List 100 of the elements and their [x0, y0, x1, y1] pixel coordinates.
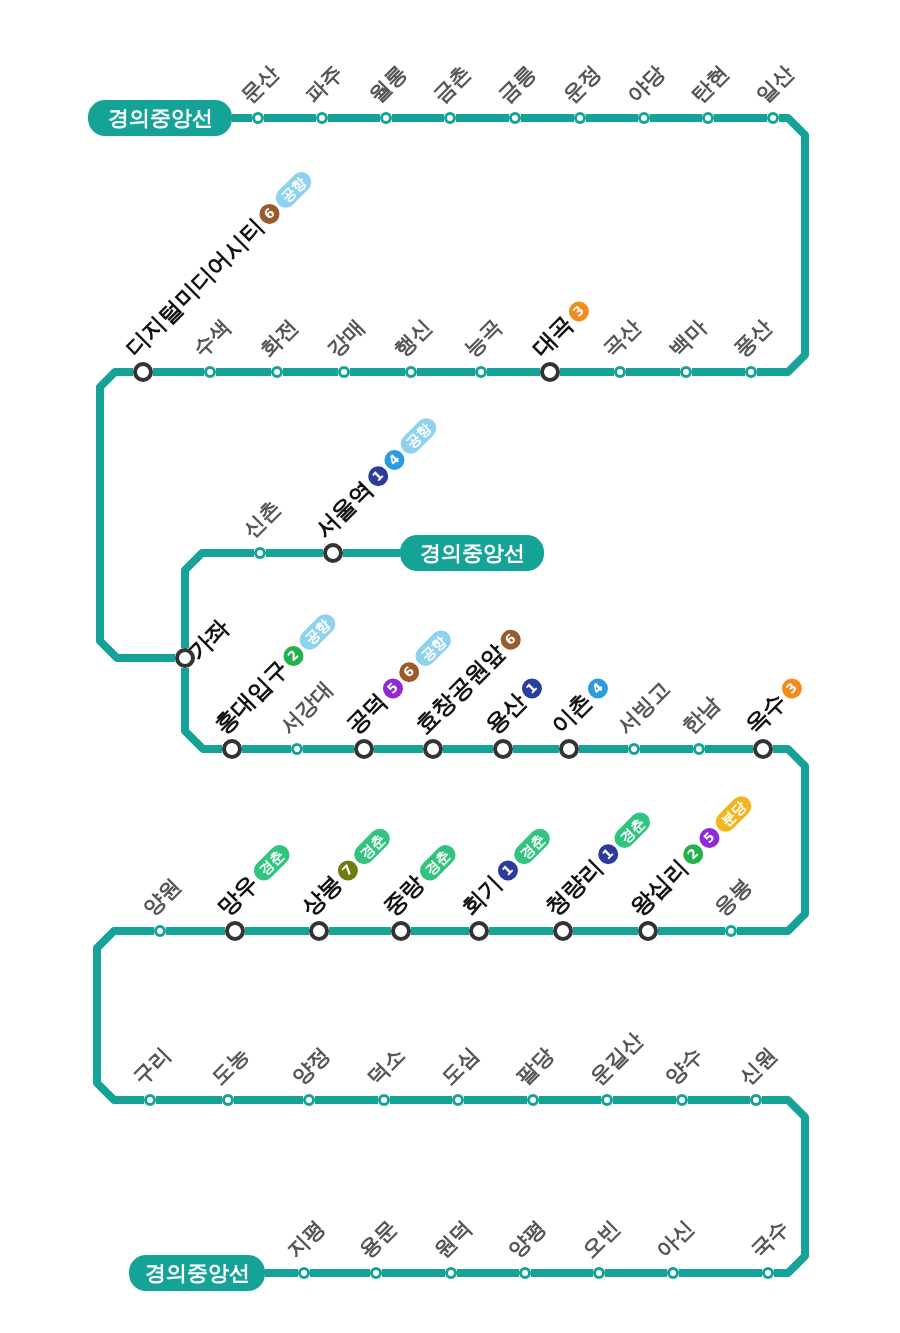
station-name: 지평	[284, 1217, 329, 1262]
station-name: 팔당	[513, 1044, 558, 1089]
station-name: 구리	[130, 1044, 175, 1089]
station-name: 양정	[289, 1044, 334, 1089]
track-line	[93, 927, 154, 1104]
station-marker	[767, 112, 779, 124]
station-marker	[254, 547, 266, 559]
station-marker	[601, 1094, 613, 1106]
transfer-station-marker	[309, 921, 329, 941]
station-name: 응봉	[711, 875, 756, 920]
station-name: 문산	[238, 62, 283, 107]
track-line	[443, 745, 493, 753]
track-line	[181, 549, 254, 648]
track-line	[487, 368, 540, 376]
transfer-station-marker	[493, 739, 513, 759]
track-line	[640, 745, 693, 753]
station-name: 도농	[208, 1044, 253, 1089]
station-marker	[303, 1094, 315, 1106]
transfer-station-marker	[423, 739, 443, 759]
station-marker	[222, 1094, 234, 1106]
line-name-badge: 경의중앙선	[88, 100, 232, 136]
line-name-badge: 경의중앙선	[129, 1255, 265, 1291]
station-marker	[519, 1267, 531, 1279]
track-line	[328, 114, 380, 122]
station-marker	[271, 366, 283, 378]
station-name: 신원	[736, 1044, 781, 1089]
track-line	[457, 1269, 519, 1277]
track-line	[350, 368, 405, 376]
track-line	[705, 745, 753, 753]
track-line	[265, 1269, 298, 1277]
station-name: 원덕	[431, 1217, 476, 1262]
track-line	[232, 114, 252, 122]
station-marker	[144, 1094, 156, 1106]
station-name: 일산	[753, 62, 798, 107]
station-marker	[338, 366, 350, 378]
track-line	[382, 1269, 445, 1277]
station-marker	[614, 366, 626, 378]
transfer-station-marker	[559, 739, 579, 759]
track-line	[374, 745, 423, 753]
track-line	[153, 368, 204, 376]
station-name: 한남	[679, 693, 724, 738]
station-marker	[298, 1267, 310, 1279]
station-marker	[445, 1267, 457, 1279]
station-name: 행신	[391, 316, 436, 361]
track-line	[539, 1096, 601, 1104]
station-name: 야당	[624, 62, 669, 107]
track-line	[714, 114, 767, 122]
track-line	[264, 114, 316, 122]
station-marker	[638, 112, 650, 124]
station-name: 양평	[505, 1217, 550, 1262]
track-line	[392, 114, 444, 122]
track-line	[216, 368, 271, 376]
track-line	[579, 745, 628, 753]
station-marker	[574, 112, 586, 124]
track-line	[586, 114, 638, 122]
transfer-station-marker	[225, 921, 245, 941]
track-line	[343, 549, 400, 557]
station-name: 덕소	[364, 1044, 409, 1089]
transfer-station-marker	[753, 739, 773, 759]
track-line	[315, 1096, 378, 1104]
track-line	[303, 745, 354, 753]
station-name: 탄현	[688, 62, 733, 107]
station-name: 금릉	[495, 62, 540, 107]
transfer-station-marker	[323, 543, 343, 563]
transfer-station-marker	[391, 921, 411, 941]
track-line	[329, 927, 391, 935]
station-marker	[676, 1094, 688, 1106]
track-line	[737, 745, 809, 935]
track-line	[605, 1269, 667, 1277]
station-marker	[745, 366, 757, 378]
track-line	[166, 927, 225, 935]
station-name: 곡산	[600, 316, 645, 361]
track-line	[626, 368, 680, 376]
station-marker	[750, 1094, 762, 1106]
station-marker	[725, 925, 737, 937]
station-name: 파주	[302, 62, 347, 107]
station-name: 금촌	[430, 62, 475, 107]
track-line	[688, 1096, 750, 1104]
station-marker	[291, 743, 303, 755]
station-name: 운정	[560, 62, 605, 107]
station-name: 오빈	[579, 1217, 624, 1262]
transfer-station-marker	[133, 362, 153, 382]
track-line	[234, 1096, 303, 1104]
station-marker	[475, 366, 487, 378]
track-line	[762, 1096, 809, 1277]
track-line	[757, 114, 809, 376]
transfer-station-marker	[638, 921, 658, 941]
track-line	[521, 114, 574, 122]
station-name: 양수	[662, 1044, 707, 1089]
station-marker	[702, 112, 714, 124]
station-marker	[693, 743, 705, 755]
track-line	[692, 368, 745, 376]
track-line	[266, 549, 323, 557]
track-line	[650, 114, 702, 122]
station-name: 능곡	[461, 316, 506, 361]
station-marker	[378, 1094, 390, 1106]
station-marker	[628, 743, 640, 755]
station-name: 백마	[666, 316, 711, 361]
station-marker	[762, 1267, 774, 1279]
station-name: 아신	[653, 1217, 698, 1262]
